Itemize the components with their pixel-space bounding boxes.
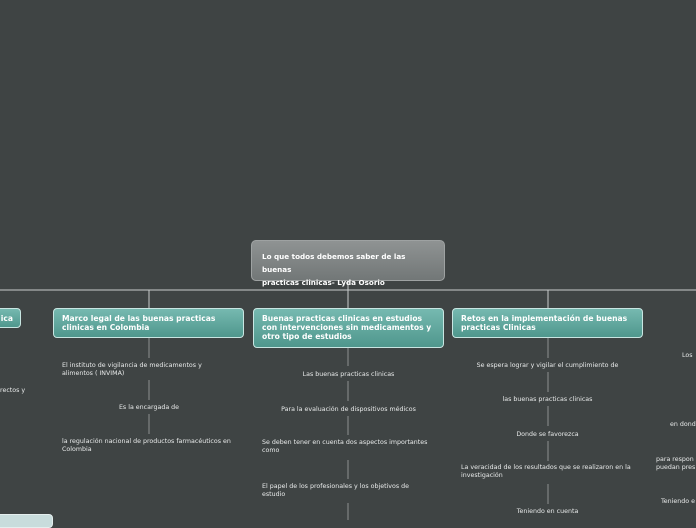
- topic-left-label: ica: [0, 314, 13, 323]
- right-fragment-los: Los: [682, 352, 693, 359]
- buenas-item-4[interactable]: El papel de los profesionales y los obje…: [262, 483, 410, 498]
- topic-retos-title: Retos en la implementación de buenas pra…: [461, 314, 628, 332]
- right-fragment-teniendo: Teniendo e: [661, 498, 695, 505]
- retos-item-4[interactable]: La veracidad de los resultados que se re…: [461, 464, 631, 479]
- root-title-line2: practicas clinicas- Lyda Osorio: [262, 278, 385, 287]
- left-fragment-rectos: rectos y: [0, 387, 26, 394]
- topic-left-partial[interactable]: ica: [0, 308, 21, 328]
- right-fragment-en-dond: en dond: [670, 421, 696, 428]
- retos-item-1[interactable]: Se espera lograr y vigilar el cumplimien…: [476, 362, 619, 369]
- retos-item-5[interactable]: Teniendo en cuenta: [516, 508, 579, 515]
- root-topic[interactable]: Lo que todos debemos saber de las buenas…: [251, 240, 445, 287]
- marco-item-1[interactable]: El instituto de vigilancia de medicament…: [62, 362, 202, 377]
- root-title-line1: Lo que todos debemos saber de las buenas: [262, 252, 406, 274]
- topic-buenas-practicas[interactable]: Buenas practicas clinicas en estudios co…: [253, 308, 444, 348]
- topic-left-bottom-partial[interactable]: [0, 514, 53, 528]
- topic-marco-legal[interactable]: Marco legal de las buenas practicas clin…: [53, 308, 244, 338]
- topic-marco-legal-title: Marco legal de las buenas practicas clin…: [62, 314, 216, 332]
- marco-item-3[interactable]: la regulación nacional de productos farm…: [62, 438, 231, 453]
- buenas-item-2[interactable]: Para la evaluación de dispositivos médic…: [281, 406, 416, 413]
- buenas-item-3[interactable]: Se deben tener en cuenta dos aspectos im…: [262, 439, 428, 454]
- buenas-item-1[interactable]: Las buenas practicas clinicas: [302, 371, 395, 378]
- marco-item-2[interactable]: Es la encargada de: [118, 404, 180, 411]
- topic-buenas-practicas-title: Buenas practicas clinicas en estudios co…: [262, 314, 432, 341]
- topic-retos[interactable]: Retos en la implementación de buenas pra…: [452, 308, 643, 338]
- right-fragment-puedan-pres: puedan pres: [656, 464, 696, 471]
- retos-item-2[interactable]: las buenas practicas clinicas: [502, 396, 593, 403]
- right-fragment-para-resp: para respon: [656, 456, 694, 463]
- retos-item-3[interactable]: Donde se favorezca: [516, 431, 579, 438]
